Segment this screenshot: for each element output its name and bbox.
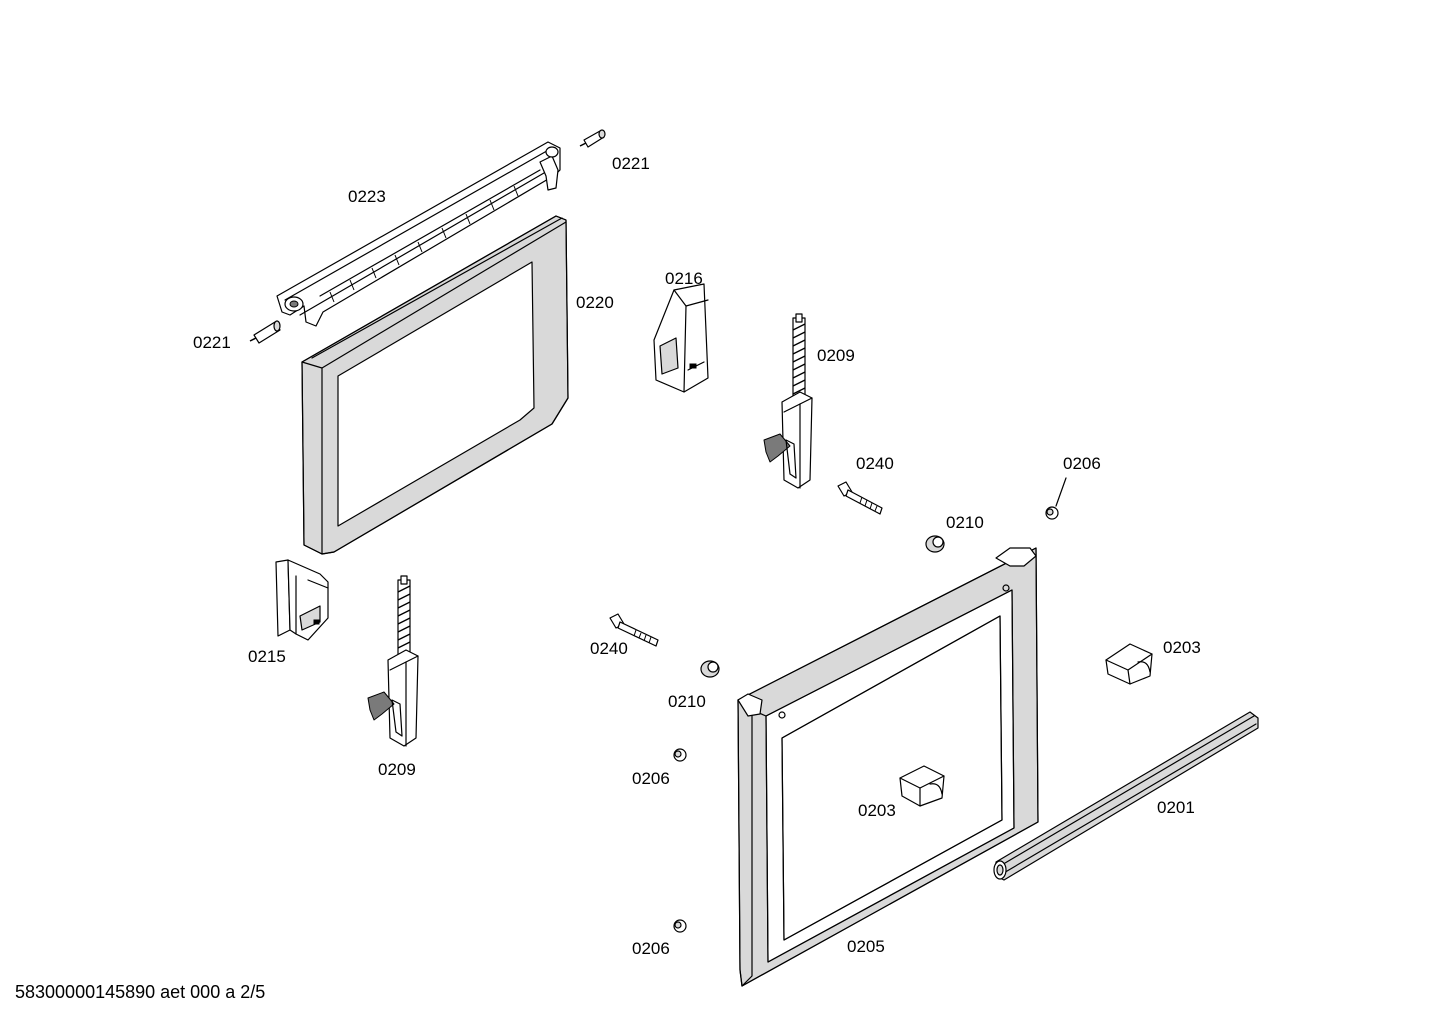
part-0240-screw-upper[interactable]	[837, 481, 883, 515]
part-0205-outer-door[interactable]	[737, 547, 1039, 987]
part-0209-hinge-right[interactable]	[763, 313, 813, 489]
part-0206-nut-lower[interactable]	[673, 919, 687, 933]
part-0201-handle-bar[interactable]	[993, 711, 1259, 881]
part-0210-spacer-lower[interactable]	[700, 660, 720, 678]
label-0221-left[interactable]: 0221	[193, 333, 231, 352]
label-0203-right[interactable]: 0203	[1163, 638, 1201, 657]
part-0210-spacer-upper[interactable]	[925, 535, 945, 553]
part-0221-pin-left[interactable]	[249, 320, 281, 344]
label-0240-lower[interactable]: 0240	[590, 639, 628, 658]
label-0209-right[interactable]: 0209	[817, 346, 855, 365]
part-0215-hinge-bracket[interactable]	[275, 559, 329, 641]
label-0216[interactable]: 0216	[665, 269, 703, 288]
part-0206-nut-middle[interactable]	[673, 748, 687, 762]
label-0240-upper[interactable]: 0240	[856, 454, 894, 473]
part-0203-handle-bracket-right[interactable]	[1105, 643, 1153, 685]
label-0210-lower[interactable]: 0210	[668, 692, 706, 711]
label-0215[interactable]: 0215	[248, 647, 286, 666]
label-0221-top[interactable]: 0221	[612, 154, 650, 173]
label-0206-lower[interactable]: 0206	[632, 939, 670, 958]
label-0223[interactable]: 0223	[348, 187, 386, 206]
part-0223-top-profile[interactable]	[276, 141, 561, 327]
part-0221-pin-top[interactable]	[579, 129, 606, 148]
label-0209-left[interactable]: 0209	[378, 760, 416, 779]
part-0206-nut-upper[interactable]	[1045, 477, 1067, 520]
label-0206-middle[interactable]: 0206	[632, 769, 670, 788]
part-0220-inner-frame[interactable]	[301, 215, 569, 555]
part-0216-hinge-bracket[interactable]	[653, 283, 709, 393]
part-0240-screw-lower[interactable]	[609, 613, 659, 647]
part-0209-hinge-left[interactable]	[367, 575, 419, 747]
part-0203-handle-bracket-center[interactable]	[899, 765, 945, 807]
document-code: 58300000145890 aet 000 a 2/5	[15, 982, 266, 1002]
label-0206-upper[interactable]: 0206	[1063, 454, 1101, 473]
label-0203-center[interactable]: 0203	[858, 801, 896, 820]
label-0205[interactable]: 0205	[847, 937, 885, 956]
label-0201[interactable]: 0201	[1157, 798, 1195, 817]
label-0220[interactable]: 0220	[576, 293, 614, 312]
label-0210-upper[interactable]: 0210	[946, 513, 984, 532]
